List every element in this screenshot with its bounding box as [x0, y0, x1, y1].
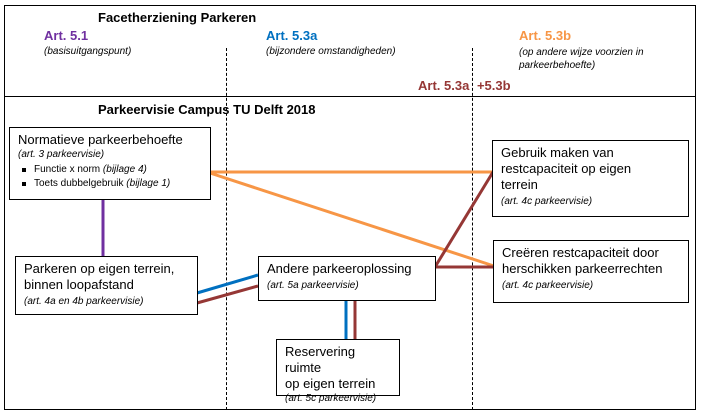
bullet-list: Functie x norm (bijlage 4) Toets dubbelg… [18, 163, 202, 191]
article-5-1-label: Art. 5.1 [44, 28, 89, 43]
box-reference: (art. 3 parkeervisie) [18, 149, 105, 160]
box-reference: (art. 4c parkeervisie) [501, 196, 593, 207]
bullet-item: Functie x norm (bijlage 4) [22, 163, 202, 177]
box-title: Gebruik maken van restcapaciteit op eige… [501, 145, 632, 192]
article-5-3a-label: Art. 5.3a [266, 28, 318, 43]
line-normative-to-create-capacity [209, 171, 498, 269]
box-title: Parkeren op eigen terrein, binnen loopaf… [24, 261, 175, 292]
line-other-solution-to-use-capacity [433, 171, 495, 268]
article-5-1-subtitle: (basisuitgangspunt) [44, 46, 132, 57]
box-own-terrain-parking: Parkeren op eigen terrein, binnen loopaf… [15, 256, 198, 315]
box-reference: (art. 5a parkeervisie) [267, 280, 359, 291]
article-5-3a-5-3b-label: Art. 5.3a +5.3b [418, 78, 511, 93]
box-create-rest-capacity: Creëren restcapaciteit door herschikken … [493, 240, 689, 303]
bullet-ref: (bijlage 4) [102, 164, 147, 175]
bullet-text: Toets dubbelgebruik [34, 178, 127, 189]
combined-article-right: 5.3b [484, 78, 511, 93]
box-reference: (art. 5c parkeervisie) [285, 393, 377, 404]
article-5-3a-subtitle: (bijzondere omstandigheden) [266, 46, 396, 57]
diagram-frame [4, 5, 696, 410]
bullet-text: Functie x norm [34, 164, 103, 175]
combined-article-left: Art. 5.3a [418, 78, 470, 93]
column-divider-right [472, 48, 473, 410]
line-own-terrain-to-other-solution-red [196, 284, 259, 305]
box-title: Andere parkeeroplossing [267, 261, 412, 276]
section-divider [4, 96, 696, 97]
bullet-ref: (bijlage 1) [126, 178, 171, 189]
box-other-parking-solution: Andere parkeeroplossing (art. 5a parkeer… [258, 256, 436, 301]
box-reference: (art. 4a en 4b parkeervisie) [24, 296, 144, 307]
section-title: Parkeervisie Campus TU Delft 2018 [98, 102, 316, 117]
box-reservation-own-terrain: Reservering ruimte op eigen terrein (art… [276, 339, 400, 404]
box-normative-parking-demand: Normatieve parkeerbehoefte (art. 3 parke… [9, 127, 211, 200]
box-title: Normatieve parkeerbehoefte [18, 132, 183, 147]
bullet-item: Toets dubbelgebruik (bijlage 1) [22, 177, 202, 191]
diagram-title: Facetherziening Parkeren [98, 10, 257, 25]
article-5-3b-subtitle: (op andere wijze voorzien in parkeerbeho… [519, 47, 644, 71]
box-title: Reservering ruimte op eigen terrein [285, 344, 376, 391]
box-reference: (art. 4c parkeervisie) [502, 280, 594, 291]
column-divider-left [226, 48, 227, 410]
combined-article-plus: + [476, 78, 485, 93]
line-own-terrain-to-other-solution-blue [196, 273, 259, 295]
article-5-3b-label: Art. 5.3b [519, 28, 572, 43]
box-title: Creëren restcapaciteit door herschikken … [502, 245, 663, 276]
box-use-rest-capacity: Gebruik maken van restcapaciteit op eige… [492, 140, 689, 217]
